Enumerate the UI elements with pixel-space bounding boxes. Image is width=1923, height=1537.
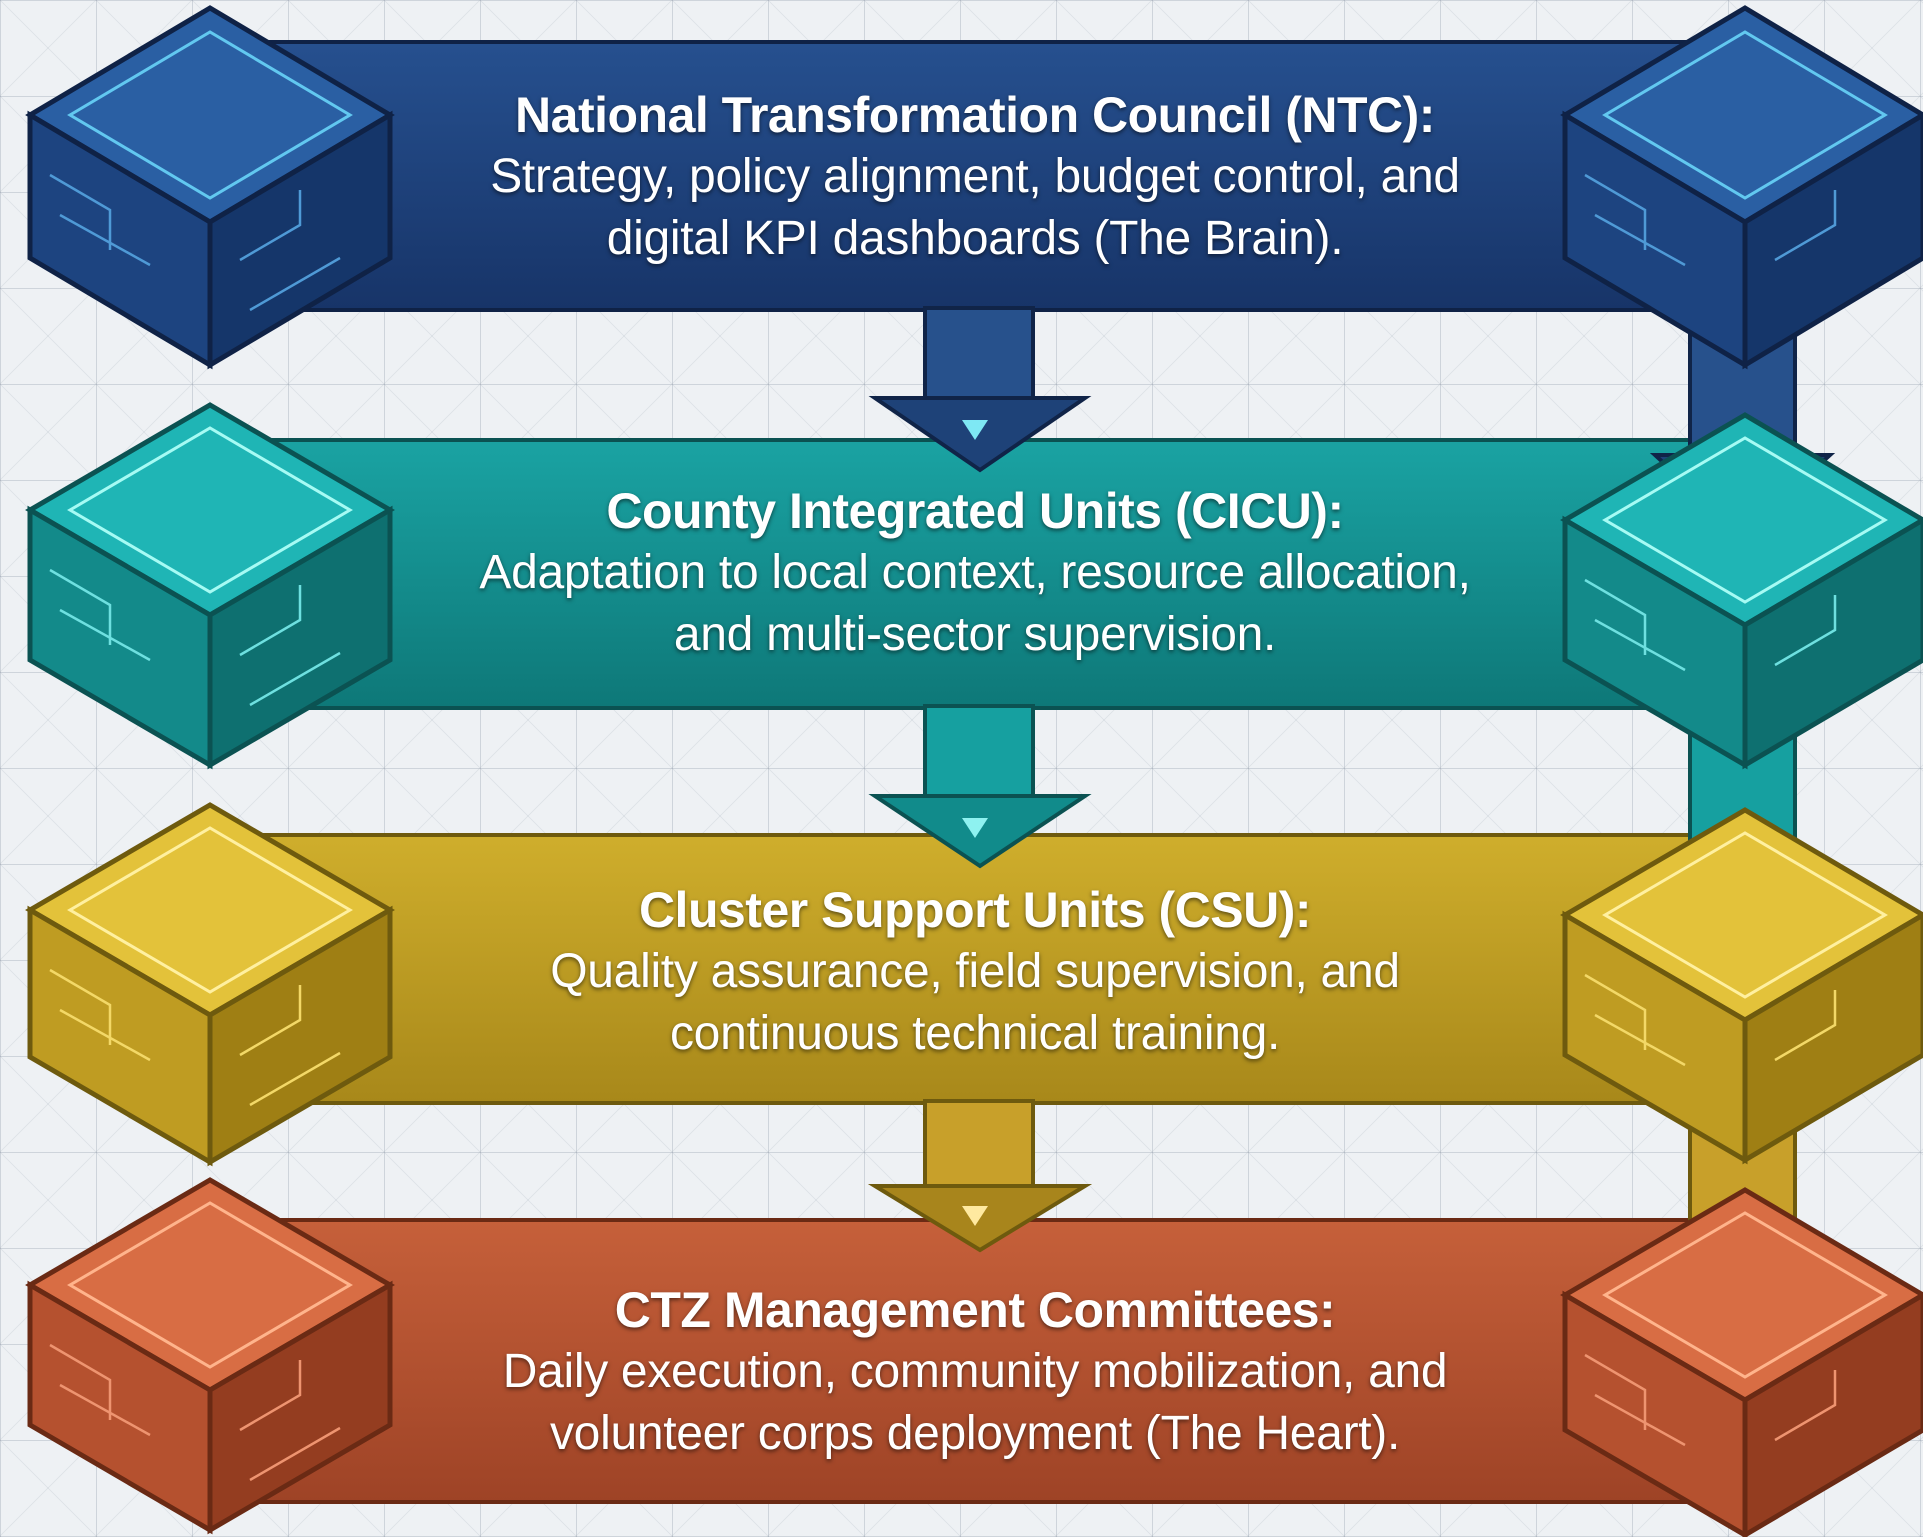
level-ntc-text: National Transformation Council (NTC): S…: [400, 84, 1550, 270]
level-csu-text: Cluster Support Units (CSU): Quality ass…: [400, 879, 1550, 1065]
level-ctz-description: Daily execution, community mobilization,…: [400, 1341, 1550, 1465]
level-ntc-desc-line1: Strategy, policy alignment, budget contr…: [490, 150, 1460, 203]
level-csu-desc-line2: continuous technical training.: [669, 1007, 1281, 1060]
cube-left-csu: [25, 802, 395, 1167]
band-ntc: [198, 40, 1752, 312]
cube-left-ntc: [25, 5, 395, 370]
cube-right-csu: [1560, 807, 1923, 1165]
level-cicu-desc-line2: and multi-sector supervision.: [673, 608, 1277, 661]
band-ctz: [198, 1218, 1752, 1504]
cube-right-ntc: [1560, 5, 1923, 370]
level-csu-description: Quality assurance, field supervision, an…: [400, 941, 1550, 1065]
center-arrow-1: [868, 306, 1092, 473]
cube-left-ctz: [25, 1177, 395, 1535]
level-ctz-text: CTZ Management Committees: Daily executi…: [400, 1279, 1550, 1465]
level-ntc-title: National Transformation Council (NTC):: [515, 87, 1435, 143]
level-ntc-description: Strategy, policy alignment, budget contr…: [400, 146, 1550, 270]
cube-right-cicu: [1560, 412, 1923, 770]
level-ctz-desc-line2: volunteer corps deployment (The Heart).: [549, 1407, 1401, 1460]
level-cicu-description: Adaptation to local context, resource al…: [400, 542, 1550, 666]
level-cicu-text: County Integrated Units (CICU): Adaptati…: [400, 480, 1550, 666]
level-ctz-title: CTZ Management Committees:: [614, 1282, 1336, 1338]
level-ctz-desc-line1: Daily execution, community mobilization,…: [502, 1345, 1448, 1398]
level-csu-desc-line1: Quality assurance, field supervision, an…: [550, 945, 1400, 998]
level-cicu-title: County Integrated Units (CICU):: [606, 483, 1344, 539]
cube-right-ctz: [1560, 1187, 1923, 1537]
cube-left-cicu: [25, 402, 395, 770]
band-cicu: [198, 438, 1752, 710]
center-arrow-2: [868, 704, 1092, 869]
level-ntc-desc-line2: digital KPI dashboards (The Brain).: [606, 212, 1344, 265]
level-csu-title: Cluster Support Units (CSU):: [638, 882, 1312, 938]
center-arrow-3: [867, 1099, 1093, 1253]
level-cicu-desc-line1: Adaptation to local context, resource al…: [479, 546, 1471, 599]
